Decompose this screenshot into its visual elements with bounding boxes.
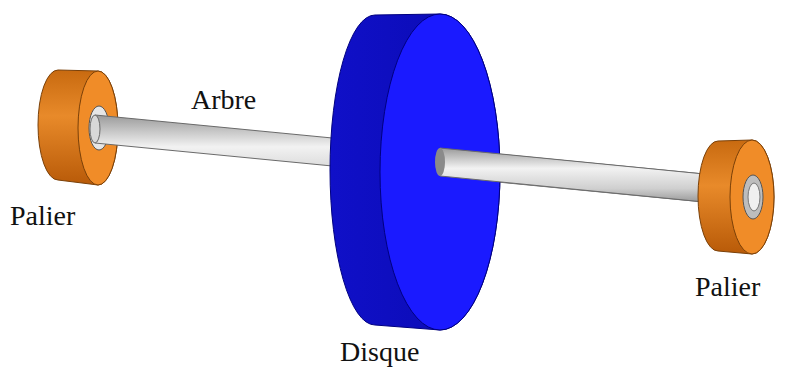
disc-label: Disque bbox=[340, 338, 419, 366]
bearing-label: Palier bbox=[695, 273, 760, 301]
shaft-end bbox=[90, 115, 100, 143]
bearing-label: Palier bbox=[10, 202, 75, 230]
shaft-label: Arbre bbox=[191, 86, 256, 114]
right-bearing bbox=[698, 140, 774, 254]
shaft-hole bbox=[435, 148, 445, 176]
